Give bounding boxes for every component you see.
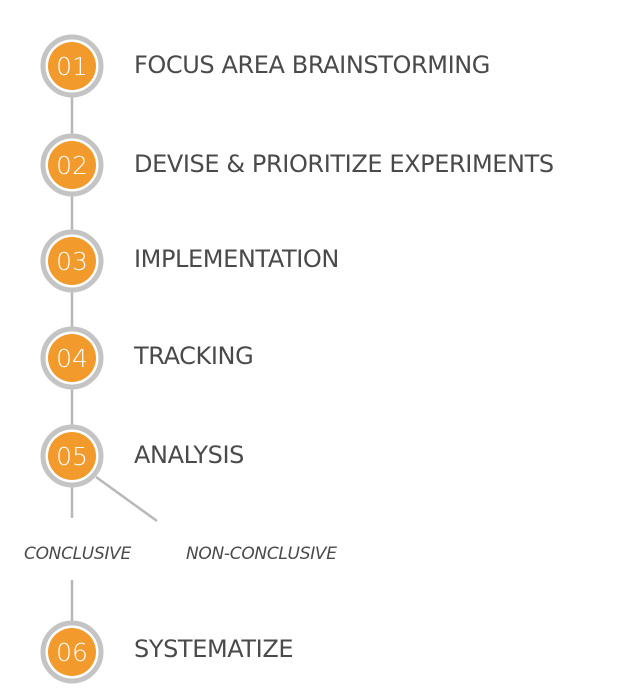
step-01-label: FOCUS AREA BRAINSTORMING [134, 51, 490, 79]
step-01-fill [48, 42, 96, 90]
step-02-number: 02 [56, 151, 88, 180]
step-05-number: 05 [56, 442, 88, 471]
step-03-label: IMPLEMENTATION [134, 245, 339, 273]
step-02-label: DEVISE & PRIORITIZE EXPERIMENTS [134, 150, 554, 178]
connector-05-non-conclusive [95, 475, 158, 523]
branch-label-non-conclusive: NON-CONCLUSIVE [186, 544, 337, 564]
step-05-fill [48, 432, 96, 480]
step-05-label: ANALYSIS [134, 441, 244, 469]
step-02-fill [48, 141, 96, 189]
step-05: 05 ANALYSIS [40, 424, 244, 488]
step-06: 06 SYSTEMATIZE [40, 620, 294, 684]
step-04-label: TRACKING [133, 342, 253, 370]
step-03: 03 IMPLEMENTATION [40, 229, 339, 293]
step-04-fill [48, 334, 96, 382]
step-02: 02 DEVISE & PRIORITIZE EXPERIMENTS [40, 133, 554, 197]
step-01-number: 01 [56, 52, 88, 81]
step-03-number: 03 [56, 247, 88, 276]
step-01: 01 FOCUS AREA BRAINSTORMING [40, 34, 490, 98]
step-06-number: 06 [56, 638, 88, 667]
step-04: 04 TRACKING [40, 326, 254, 390]
branch-label-conclusive: CONCLUSIVE [24, 544, 131, 564]
step-03-fill [48, 237, 96, 285]
step-04-number: 04 [56, 344, 88, 373]
step-06-fill [48, 628, 96, 676]
step-06-label: SYSTEMATIZE [134, 635, 293, 663]
